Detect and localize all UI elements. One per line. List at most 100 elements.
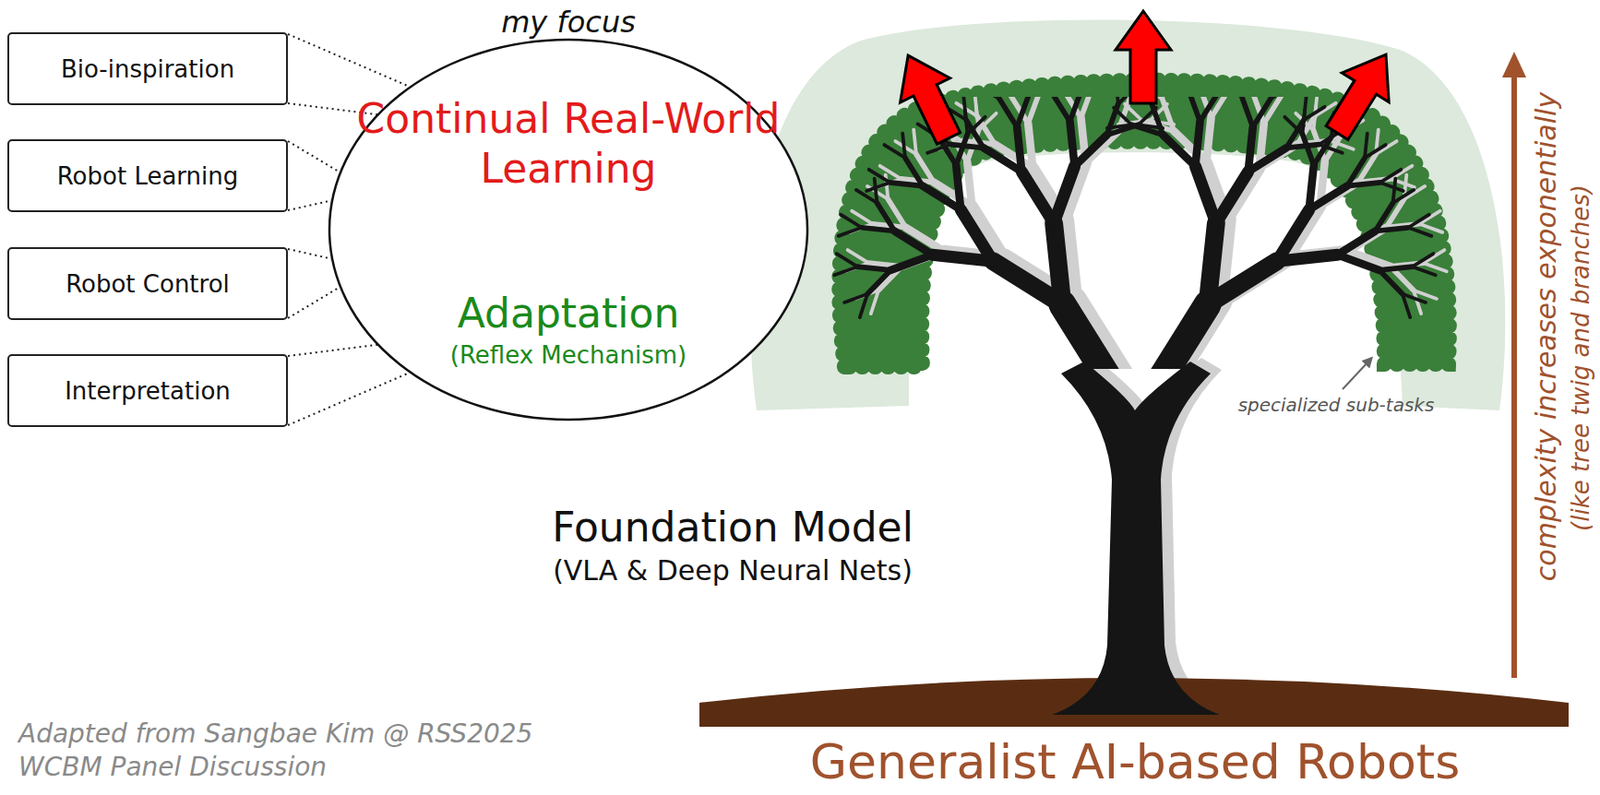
branch — [966, 119, 984, 149]
branch — [867, 270, 891, 295]
branch — [1380, 182, 1404, 192]
branch — [1393, 190, 1415, 203]
branch — [1194, 121, 1200, 167]
topic-label: Robot Learning — [57, 162, 239, 191]
branch — [1074, 134, 1108, 167]
branch — [1374, 227, 1409, 232]
branch — [1205, 118, 1211, 163]
branch — [979, 96, 1001, 99]
branch — [1199, 96, 1218, 122]
leader-line — [1342, 360, 1370, 390]
branch — [1309, 186, 1348, 211]
branch — [996, 96, 1000, 99]
branch — [889, 182, 923, 187]
branch — [1364, 144, 1386, 158]
branch — [1393, 179, 1397, 203]
branch — [1124, 104, 1143, 121]
focus-topic: Adaptation — [346, 288, 790, 339]
growth-arrow — [1115, 11, 1171, 104]
growth-arrow — [1313, 39, 1410, 148]
branch — [1248, 147, 1287, 172]
branch — [1027, 123, 1033, 168]
branch — [1162, 96, 1166, 101]
branch — [1021, 171, 1054, 224]
branch — [955, 133, 968, 166]
branch — [840, 214, 862, 228]
branch — [1402, 294, 1410, 318]
branch — [1347, 182, 1381, 187]
branch — [1337, 231, 1375, 256]
branch — [927, 144, 951, 154]
branch — [1107, 124, 1132, 129]
focus-ellipse: my focusContinual Real-World LearningAda… — [327, 37, 810, 422]
branch — [1216, 171, 1249, 224]
complexity-arrowhead — [1502, 51, 1527, 78]
branch — [902, 133, 906, 158]
foundation-label: Foundation Model — [551, 503, 914, 553]
canopy-halo — [750, 20, 1505, 411]
branch — [1408, 214, 1430, 228]
branch — [1241, 96, 1253, 128]
branch — [1284, 117, 1302, 134]
topic-box: Robot Learning — [7, 139, 288, 213]
branch — [1347, 157, 1365, 187]
ellipse-outline — [329, 39, 808, 420]
topic-label: Interpretation — [64, 377, 231, 406]
branch — [1408, 227, 1432, 237]
topic-box: Robot Control — [7, 247, 288, 321]
ground-title: Generalist AI-based Robots — [810, 733, 1460, 791]
focus-subtopic: (Reflex Mechanism) — [383, 340, 753, 371]
branch — [1412, 253, 1434, 267]
branch — [1188, 96, 1200, 122]
credit-note: Adapted from Sangbae Kim @ RSS2025 WCBM … — [18, 717, 536, 785]
branch — [1053, 223, 1063, 305]
branch — [1081, 96, 1093, 119]
branch — [1277, 254, 1338, 262]
branch — [883, 144, 906, 158]
branch — [890, 254, 933, 271]
branch — [1162, 134, 1195, 167]
branch — [876, 202, 895, 232]
branch — [1379, 270, 1403, 295]
branch — [834, 266, 858, 275]
branch — [1070, 121, 1075, 167]
branch — [1286, 144, 1320, 149]
branch — [838, 227, 862, 237]
branch — [905, 157, 923, 187]
callout-label: specialized sub-tasks — [1238, 394, 1435, 417]
branch — [1113, 107, 1132, 125]
branch — [895, 231, 933, 256]
branch — [1194, 166, 1216, 224]
branch — [1062, 304, 1122, 370]
trunk — [1051, 361, 1220, 716]
foundation-sublabel: (VLA & Deep Neural Nets) — [552, 554, 913, 588]
axis-sublabel: (like tree twig and branches) — [1566, 184, 1596, 532]
topic-label: Bio-inspiration — [60, 55, 235, 84]
branch — [974, 96, 978, 117]
branch — [861, 227, 896, 232]
topic-box: Bio-inspiration — [7, 32, 288, 106]
branch — [967, 161, 972, 206]
branch — [950, 144, 984, 149]
branch — [1162, 100, 1174, 132]
branch — [960, 209, 993, 262]
focus-topic: Continual Real-World Learning — [346, 94, 790, 194]
branch — [1379, 266, 1413, 271]
branch — [866, 182, 890, 192]
axis-label: complexity increases exponentially — [1529, 92, 1564, 582]
branch — [1301, 133, 1314, 166]
branch — [1337, 254, 1380, 271]
topic-label: Robot Control — [65, 270, 230, 299]
branch — [1016, 127, 1022, 172]
growth-arrow — [883, 43, 974, 151]
branch — [913, 130, 917, 155]
branch — [1070, 96, 1082, 122]
branch — [869, 169, 891, 183]
branch — [1253, 98, 1271, 128]
branch — [857, 266, 891, 271]
topic-box: Interpretation — [7, 354, 288, 428]
branch — [1016, 96, 1028, 128]
branch — [1207, 261, 1278, 305]
branch — [1364, 133, 1368, 158]
branch — [874, 179, 878, 203]
